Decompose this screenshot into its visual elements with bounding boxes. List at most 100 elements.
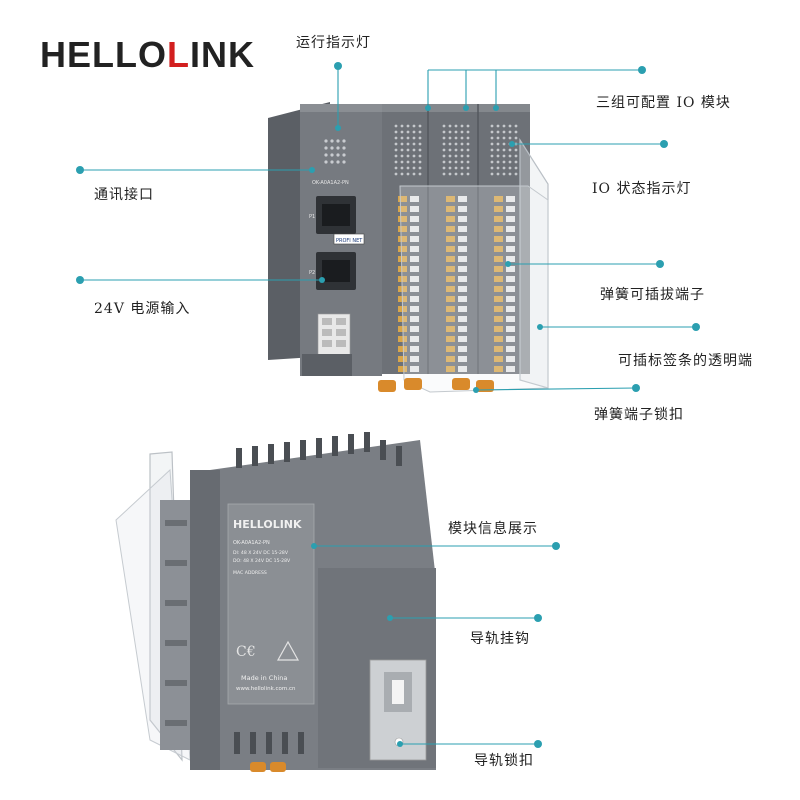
io-led: [514, 136, 518, 140]
svg-text:P2: P2: [309, 270, 315, 276]
io-led: [406, 136, 410, 140]
io-led: [502, 142, 506, 146]
svg-text:DO: 48 X 24V DC 15-28V: DO: 48 X 24V DC 15-28V: [233, 558, 291, 564]
io-led: [454, 166, 458, 170]
spring-terminal: [494, 276, 503, 282]
front-device: OK-A0A1A2-PN P1 P2 PROFI NET: [268, 102, 549, 393]
label-run-indicator: 运行指示灯: [296, 35, 371, 51]
spring-terminal: [446, 316, 455, 322]
callout-lines: [80, 66, 696, 745]
spring-terminal: [458, 206, 467, 212]
io-led: [490, 142, 494, 146]
io-led: [466, 142, 470, 146]
svg-text:www.hellolink.com.cn: www.hellolink.com.cn: [236, 686, 296, 692]
spring-terminal: [494, 256, 503, 262]
spring-terminal: [506, 316, 515, 322]
spring-terminal: [398, 356, 407, 362]
spring-terminal: [446, 336, 455, 342]
io-led: [496, 142, 500, 146]
svg-text:PROFI NET: PROFI NET: [336, 238, 363, 244]
io-led: [508, 154, 512, 158]
io-led: [514, 172, 518, 176]
io-led: [448, 148, 452, 152]
io-led: [442, 142, 446, 146]
spring-terminal: [494, 366, 503, 372]
spring-terminal: [458, 196, 467, 202]
io-led: [418, 136, 422, 140]
io-led: [502, 130, 506, 134]
io-led: [514, 160, 518, 164]
io-led: [454, 172, 458, 176]
spring-terminal: [506, 356, 515, 362]
spring-terminal: [506, 276, 515, 282]
esd-icon: [276, 640, 300, 661]
label-power-input: 24V 电源输入: [94, 301, 191, 317]
spring-terminal: [494, 306, 503, 312]
module-info-label: [227, 503, 315, 705]
io-led: [514, 130, 518, 134]
spring-terminal: [410, 336, 419, 342]
spring-terminal: [446, 286, 455, 292]
spring-terminal: [410, 286, 419, 292]
io-led: [514, 148, 518, 152]
io-led: [448, 130, 452, 134]
spring-terminal: [506, 286, 515, 292]
spring-terminal: [458, 366, 467, 372]
io-led: [400, 130, 404, 134]
io-led: [460, 154, 464, 158]
spring-terminal: [410, 266, 419, 272]
spring-terminal: [410, 226, 419, 232]
spring-terminal: [494, 236, 503, 242]
io-led: [418, 142, 422, 146]
io-led: [394, 130, 398, 134]
spring-terminal: [458, 316, 467, 322]
spring-terminal: [410, 346, 419, 352]
spring-terminal: [494, 246, 503, 252]
io-led: [406, 154, 410, 158]
spring-terminal: [458, 336, 467, 342]
spring-terminal: [398, 266, 407, 272]
spring-terminal: [446, 226, 455, 232]
spring-terminal: [458, 256, 467, 262]
io-led: [502, 166, 506, 170]
spring-terminal: [458, 216, 467, 222]
spring-terminal: [458, 306, 467, 312]
io-led: [466, 130, 470, 134]
spring-terminal: [410, 316, 419, 322]
svg-text:MAC ADDRESS: MAC ADDRESS: [233, 570, 267, 576]
spring-terminal: [494, 346, 503, 352]
svg-text:P1: P1: [309, 214, 315, 220]
io-led: [394, 142, 398, 146]
spring-terminal: [458, 266, 467, 272]
spring-terminal: [494, 196, 503, 202]
label-terminal-lock: 弹簧端子锁扣: [594, 407, 684, 423]
io-led: [460, 142, 464, 146]
label-spring-terminal: 弹簧可插拔端子: [600, 287, 705, 303]
io-led: [502, 160, 506, 164]
io-led: [466, 124, 470, 128]
io-led: [418, 130, 422, 134]
io-led: [508, 136, 512, 140]
spring-terminal: [494, 226, 503, 232]
io-led: [454, 130, 458, 134]
io-led: [454, 136, 458, 140]
io-led: [442, 124, 446, 128]
spring-terminal: [458, 346, 467, 352]
spring-terminal: [506, 306, 515, 312]
io-led: [466, 160, 470, 164]
spring-terminal: [398, 346, 407, 352]
io-led: [412, 160, 416, 164]
io-led: [460, 124, 464, 128]
io-led: [502, 148, 506, 152]
spring-terminal: [410, 216, 419, 222]
io-led: [442, 130, 446, 134]
spring-terminal: [506, 196, 515, 202]
spring-terminal: [494, 356, 503, 362]
label-transparent-end: 可插标签条的透明端: [618, 353, 753, 369]
io-led: [394, 148, 398, 152]
label-io-status-led: IO 状态指示灯: [592, 181, 692, 197]
spring-terminal: [410, 306, 419, 312]
io-led: [418, 154, 422, 158]
svg-text:DI: 48 X 24V DC 15-28V: DI: 48 X 24V DC 15-28V: [233, 550, 289, 556]
